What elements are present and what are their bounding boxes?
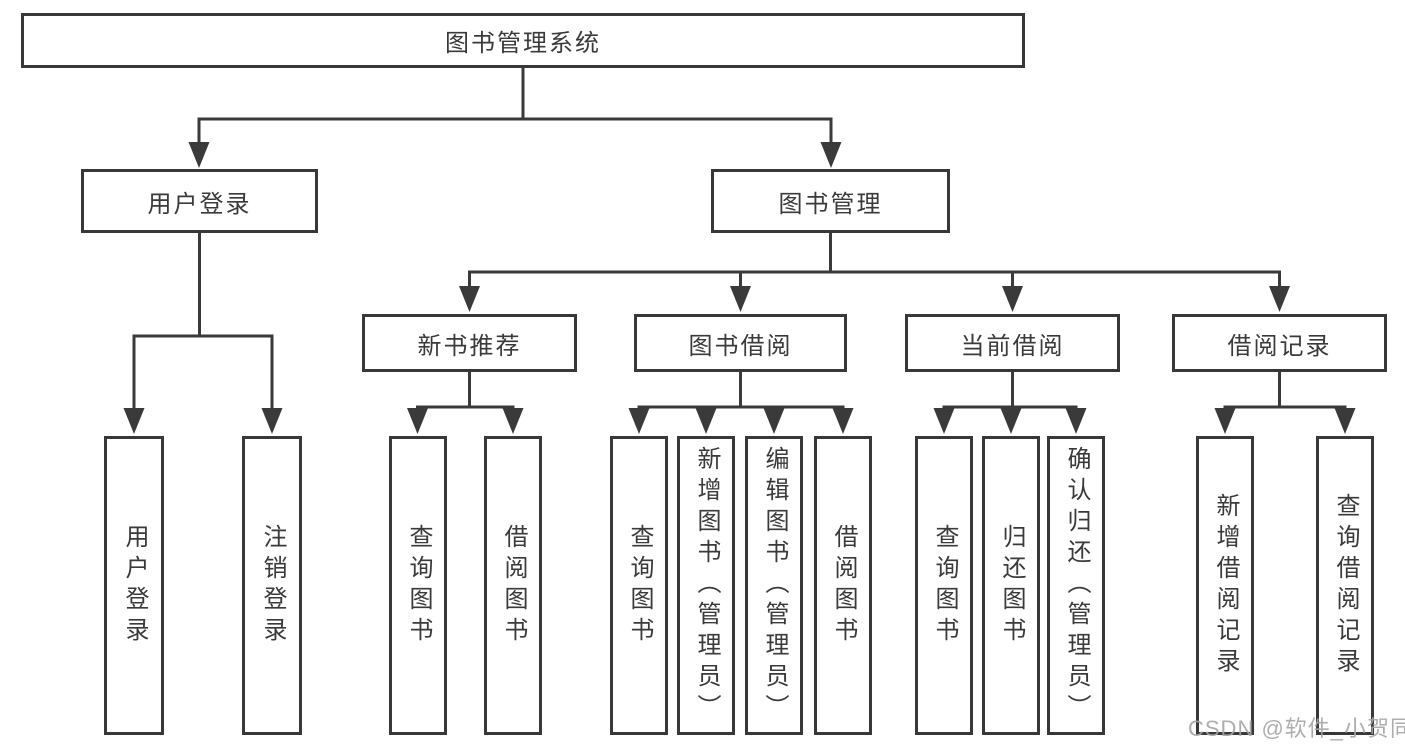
node-label: 用户登录	[147, 190, 252, 218]
node-label: 图书管理	[778, 190, 883, 218]
node-label: 借阅记录	[1227, 332, 1332, 360]
node-label: 编辑图书（管理员）	[761, 446, 788, 725]
node-book-management: 图书管理	[711, 169, 950, 233]
leaf-logout: 注销登录	[242, 436, 302, 735]
connector-user-login-to-leaves	[132, 233, 274, 412]
node-label: 用户登录	[121, 523, 148, 648]
node-label: 新书推荐	[417, 332, 522, 360]
node-label: 查询图书	[626, 523, 653, 648]
leaf-query-books-3: 查询图书	[915, 436, 973, 735]
node-label: 新增图书（管理员）	[693, 446, 720, 725]
node-label: 确认归还（管理员）	[1063, 446, 1090, 725]
leaf-add-books-admin: 新增图书（管理员）	[677, 436, 735, 735]
connector-book-mgmt-to-level3	[468, 233, 1281, 290]
node-book-borrow: 图书借阅	[634, 314, 847, 372]
leaf-borrow-books-1: 借阅图书	[484, 436, 542, 735]
leaf-edit-books-admin: 编辑图书（管理员）	[745, 436, 803, 735]
node-new-book-recommend: 新书推荐	[362, 314, 577, 372]
connector-borrow-records-to-leaves	[1223, 372, 1347, 411]
node-label: 查询图书	[931, 523, 958, 648]
node-label: 注销登录	[259, 523, 286, 648]
leaf-confirm-return-admin: 确认归还（管理员）	[1047, 436, 1105, 735]
node-label: 归还图书	[998, 523, 1025, 648]
node-label: 当前借阅	[960, 332, 1065, 360]
leaf-add-borrow-record: 新增借阅记录	[1196, 436, 1254, 735]
leaf-query-books-2: 查询图书	[610, 436, 668, 735]
node-label: 借阅图书	[830, 523, 857, 648]
connector-root-to-level2	[197, 68, 833, 146]
node-user-login: 用户登录	[81, 169, 318, 233]
node-label: 图书管理系统	[445, 30, 601, 57]
node-label: 图书借阅	[688, 332, 793, 360]
leaf-query-books-1: 查询图书	[389, 436, 447, 735]
connector-book-borrow-to-leaves	[637, 372, 845, 411]
connector-current-borrow-to-leaves	[942, 372, 1078, 411]
node-current-borrow: 当前借阅	[905, 314, 1120, 372]
node-label: 查询图书	[405, 523, 432, 648]
node-borrow-records: 借阅记录	[1172, 314, 1387, 372]
leaf-return-books: 归还图书	[982, 436, 1040, 735]
node-root-system: 图书管理系统	[21, 13, 1025, 68]
node-label: 借阅图书	[500, 523, 527, 648]
node-label: 查询借阅记录	[1332, 492, 1359, 679]
node-label: 新增借阅记录	[1212, 492, 1239, 679]
csdn-watermark: CSDN @软件_小贺同学	[1188, 716, 1405, 741]
connector-new-books-to-leaves	[416, 372, 515, 411]
leaf-borrow-books-2: 借阅图书	[814, 436, 872, 735]
leaf-query-borrow-record: 查询借阅记录	[1316, 436, 1374, 735]
leaf-user-login: 用户登录	[104, 436, 164, 735]
